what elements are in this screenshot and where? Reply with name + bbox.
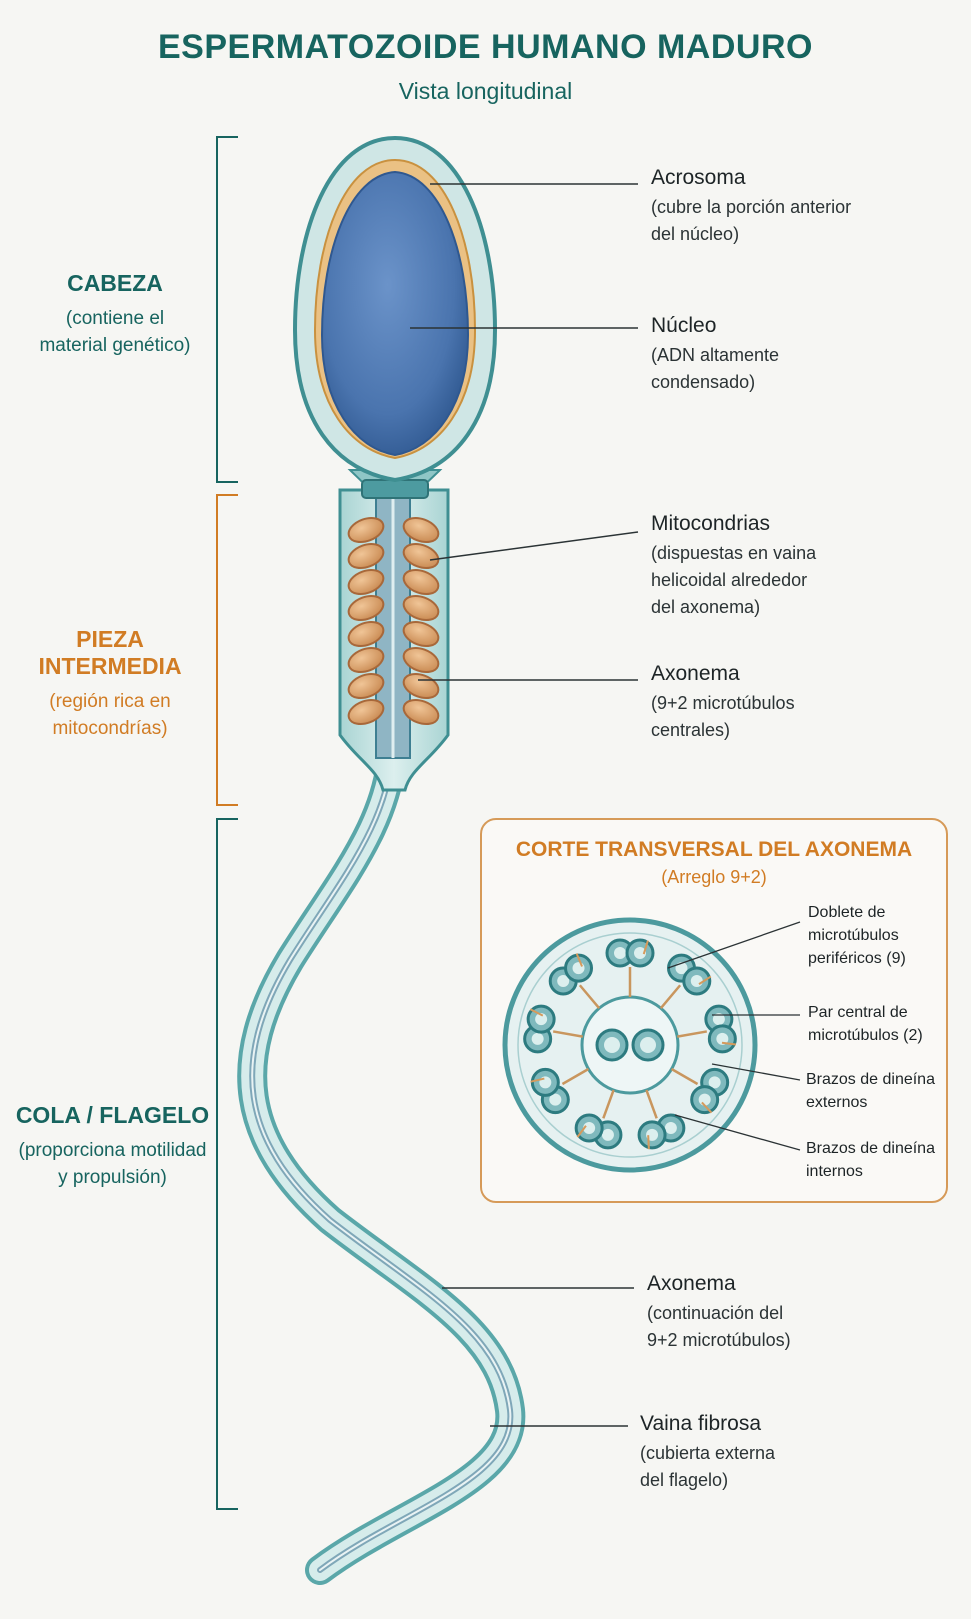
inset-label-inner-arms-1: Brazos de dineína xyxy=(806,1140,935,1157)
microtubule-doublet xyxy=(523,1004,556,1054)
microtubule-doublet xyxy=(574,1113,623,1150)
leader-lines xyxy=(410,183,639,1427)
inset-label-doublets: Doblete de microtúbulos periféricos (9) xyxy=(808,901,906,970)
radial-spoke xyxy=(645,1089,658,1119)
label-acrosome-desc-2: del núcleo) xyxy=(651,224,740,244)
inset-label-outer-arms: Brazos de dineína externos xyxy=(806,1068,935,1114)
inset-label-doublets-1: Doblete de xyxy=(808,904,886,921)
label-axoneme-tail: Axonema (continuación del 9+2 microtúbul… xyxy=(647,1272,791,1354)
label-mitochondria-desc-3: del axonema) xyxy=(651,597,761,617)
region-tail-desc-2: y propulsión) xyxy=(58,1167,167,1188)
label-mitochondria: Mitocondrias (dispuestas en vaina helico… xyxy=(651,512,816,621)
inset-label-central-pair: Par central de microtúbulos (2) xyxy=(808,1001,923,1047)
mitochondrion xyxy=(402,646,440,674)
inset-label-central-pair-2: microtúbulos (2) xyxy=(808,1027,923,1044)
neck xyxy=(347,469,443,499)
tail-flagellum xyxy=(237,723,526,1585)
label-nucleus-desc-2: condensado) xyxy=(651,372,756,392)
mitochondrion xyxy=(402,620,440,648)
label-axoneme-desc-1: (9+2 microtúbulos xyxy=(651,693,795,713)
microtubule-doublet xyxy=(637,1113,686,1150)
head-bracket xyxy=(216,136,238,483)
midpiece-bracket xyxy=(216,494,238,806)
inset-label-inner-arms-2: internos xyxy=(806,1163,863,1180)
label-axoneme-tail-desc-2: 9+2 microtúbulos) xyxy=(647,1330,791,1350)
region-head-desc-2: material genético) xyxy=(39,335,191,356)
radial-spoke xyxy=(552,1030,583,1038)
region-head-desc-1: (contiene el xyxy=(65,308,165,329)
inset-subtitle: (Arreglo 9+2) xyxy=(661,867,767,887)
inset-label-central-pair-1: Par central de xyxy=(808,1004,908,1021)
microtubule-doublet xyxy=(605,938,655,968)
radial-spoke xyxy=(659,984,682,1010)
label-acrosome-title: Acrosoma xyxy=(651,166,746,189)
label-axoneme-desc-2: centrales) xyxy=(651,720,731,740)
axoneme-cross-section xyxy=(502,917,758,1173)
mitochondrion xyxy=(402,542,440,570)
mitochondrion xyxy=(402,516,440,544)
label-axoneme-title: Axonema xyxy=(651,662,740,685)
label-mitochondria-title: Mitocondrias xyxy=(651,512,771,535)
region-midpiece-title: PIEZA INTERMEDIA xyxy=(38,626,182,679)
mitochondrion xyxy=(347,698,385,726)
radial-spoke xyxy=(578,984,601,1010)
label-nucleus: Núcleo (ADN altamente condensado) xyxy=(651,314,779,396)
label-axoneme: Axonema (9+2 microtúbulos centrales) xyxy=(651,662,795,744)
region-midpiece-desc-1: (región rica en xyxy=(49,691,171,712)
region-head: CABEZA (contiene el material genético) xyxy=(20,270,210,359)
central-pair xyxy=(595,1028,665,1062)
radial-spoke xyxy=(670,1067,699,1086)
microtubule-doublet xyxy=(690,1067,730,1115)
label-fibrous-sheath: Vaina fibrosa (cubierta externa del flag… xyxy=(640,1412,775,1494)
mitochondrion xyxy=(402,568,440,596)
region-midpiece: PIEZA INTERMEDIA (región rica en mitocon… xyxy=(10,626,210,742)
region-tail: COLA / FLAGELO (proporciona motilidad y … xyxy=(10,1102,215,1191)
label-acrosome: Acrosoma (cubre la porción anterior del … xyxy=(651,166,851,248)
label-axoneme-tail-title: Axonema xyxy=(647,1272,736,1295)
region-tail-desc-1: (proporciona motilidad xyxy=(18,1140,207,1161)
midpiece xyxy=(338,488,450,792)
label-mitochondria-desc-2: helicoidal alrededor xyxy=(651,570,808,590)
inset-label-outer-arms-1: Brazos de dineína xyxy=(806,1071,935,1088)
tail-bracket xyxy=(216,818,238,1510)
radial-spoke xyxy=(602,1089,615,1119)
mitochondrion xyxy=(347,568,385,596)
radial-spoke xyxy=(677,1030,708,1038)
label-nucleus-desc-1: (ADN altamente xyxy=(651,345,780,365)
label-mitochondria-desc-1: (dispuestas en vaina xyxy=(651,543,817,563)
head xyxy=(292,135,498,483)
region-head-title: CABEZA xyxy=(67,270,163,296)
label-axoneme-tail-desc-1: (continuación del xyxy=(647,1303,784,1323)
microtubule-doublet xyxy=(548,953,594,996)
nucleus-shape xyxy=(320,170,470,457)
radial-spoke xyxy=(561,1067,590,1086)
page-title: ESPERMATOZOIDE HUMANO MADURO xyxy=(158,28,813,66)
inset-label-outer-arms-2: externos xyxy=(806,1094,868,1111)
mitochondrion xyxy=(347,594,385,622)
page-subtitle: Vista longitudinal xyxy=(398,78,573,104)
inset-title: CORTE TRANSVERSAL DEL AXONEMA xyxy=(515,838,913,861)
mitochondrion xyxy=(347,672,385,700)
mitochondrion xyxy=(347,542,385,570)
microtubule-doublet xyxy=(704,1004,737,1054)
mitochondrion xyxy=(402,594,440,622)
microtubule-doublet xyxy=(530,1067,570,1115)
label-fibrous-sheath-desc-2: del flagelo) xyxy=(640,1470,729,1490)
label-fibrous-sheath-title: Vaina fibrosa xyxy=(640,1412,762,1435)
region-midpiece-desc-2: mitocondrías) xyxy=(52,718,168,739)
mitochondrion xyxy=(347,620,385,648)
region-tail-title: COLA / FLAGELO xyxy=(15,1102,210,1128)
mitochondrion xyxy=(347,646,385,674)
inset-leader-lines xyxy=(667,921,801,1151)
mitochondrion xyxy=(402,698,440,726)
inset-label-doublets-2: microtúbulos xyxy=(808,927,899,944)
inset-label-inner-arms: Brazos de dineína internos xyxy=(806,1137,935,1183)
label-acrosome-desc-1: (cubre la porción anterior xyxy=(651,197,852,217)
mitochondrion xyxy=(347,516,385,544)
inset-label-doublets-3: periféricos (9) xyxy=(808,950,906,967)
label-nucleus-title: Núcleo xyxy=(651,314,717,337)
label-fibrous-sheath-desc-1: (cubierta externa xyxy=(640,1443,776,1463)
